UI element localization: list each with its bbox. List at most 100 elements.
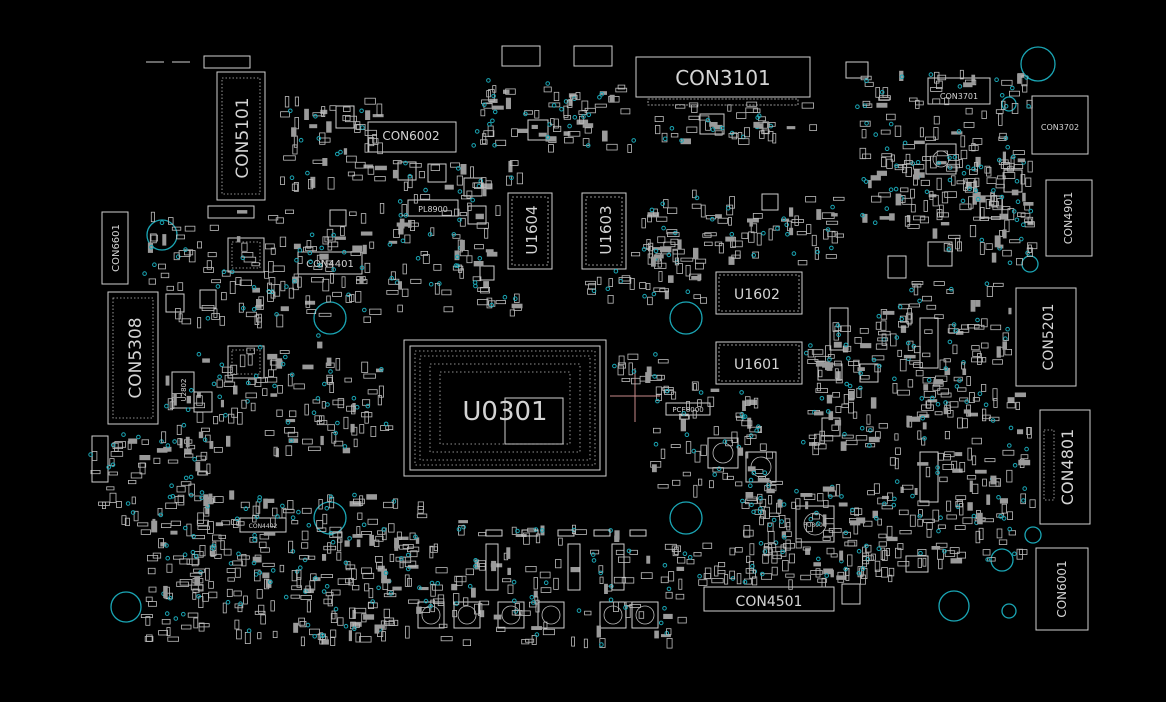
smd-part — [648, 242, 654, 252]
smd-part — [845, 439, 858, 446]
smd-part — [909, 360, 921, 365]
smd-part — [196, 241, 202, 249]
smd-part — [392, 160, 402, 165]
via — [752, 569, 758, 574]
smd-part — [314, 415, 322, 422]
smd-part — [866, 414, 871, 425]
smd-part — [275, 217, 284, 224]
via — [808, 343, 813, 348]
smd-part — [698, 115, 710, 121]
via — [808, 516, 814, 522]
smd-part — [995, 478, 1001, 487]
smd-part — [744, 127, 751, 138]
via — [164, 403, 169, 409]
smd-part — [349, 294, 355, 302]
smd-part — [859, 120, 871, 127]
via — [347, 536, 352, 541]
smd-part — [928, 194, 937, 198]
smd-part — [826, 220, 839, 225]
smd-part — [540, 525, 545, 536]
smd-part — [176, 424, 182, 435]
via — [909, 287, 914, 293]
via — [858, 371, 863, 376]
smd-part — [320, 435, 324, 446]
smd-part — [252, 505, 260, 517]
via — [551, 103, 557, 108]
via — [975, 196, 981, 202]
via — [529, 595, 535, 600]
via — [825, 409, 831, 414]
smd-part — [237, 210, 248, 214]
smd-part — [815, 360, 825, 367]
smd-part — [1007, 208, 1015, 221]
smd-part — [567, 131, 581, 137]
smd-part — [193, 568, 206, 573]
smd-part — [211, 279, 222, 284]
smd-part — [990, 324, 1002, 331]
smd-part — [300, 595, 312, 600]
via — [190, 549, 196, 555]
via — [1021, 222, 1026, 227]
via — [942, 548, 947, 554]
smd-part — [818, 369, 823, 378]
smd-part — [273, 284, 281, 297]
smd-part — [660, 246, 672, 253]
smd-part — [1001, 503, 1007, 514]
smd-part — [350, 568, 357, 580]
via — [971, 166, 976, 172]
smd-part — [995, 183, 1005, 189]
smd-part — [1014, 392, 1026, 398]
smd-part — [558, 537, 563, 546]
smd-part — [1022, 84, 1028, 93]
con3701-label: CON3701 — [940, 92, 978, 101]
smd-part — [352, 174, 363, 181]
smd-part — [171, 226, 182, 231]
via — [641, 247, 647, 252]
smd-part — [399, 544, 409, 550]
smd-part — [301, 530, 309, 541]
via — [758, 541, 764, 546]
smd-part — [186, 523, 192, 537]
smd-part — [415, 537, 420, 544]
via — [152, 262, 157, 268]
via — [389, 275, 395, 281]
smd-part — [341, 276, 346, 288]
smd-part — [915, 369, 924, 377]
smd-part — [291, 127, 297, 137]
smd-part — [679, 413, 689, 420]
smd-part — [843, 393, 850, 405]
smd-part — [870, 175, 881, 181]
via — [188, 474, 194, 480]
con6601-label: CON6601 — [111, 224, 122, 272]
smd-part — [922, 295, 932, 302]
smd-part — [462, 639, 472, 646]
smd-part — [251, 262, 260, 267]
smd-part — [291, 570, 298, 582]
smd-part — [383, 501, 394, 509]
smd-part — [307, 555, 316, 560]
smd-part — [568, 98, 573, 106]
smd-part — [816, 382, 821, 392]
smd-part — [505, 97, 511, 110]
smd-part — [968, 145, 979, 151]
smd-part — [495, 300, 507, 305]
via — [586, 112, 592, 118]
smd-part — [932, 228, 938, 239]
connector-con3702: CON3702 — [1031, 95, 1089, 155]
via — [398, 213, 404, 218]
via — [257, 495, 263, 500]
smd-part — [970, 300, 976, 312]
smd-part — [237, 605, 243, 613]
smd-part — [279, 350, 290, 355]
via — [1011, 154, 1016, 160]
via — [631, 138, 637, 143]
via — [964, 399, 970, 404]
smd-part — [98, 501, 110, 506]
smd-part — [613, 576, 626, 584]
smd-part — [943, 242, 951, 252]
smd-part — [994, 235, 1001, 248]
con5101-label: CON5101 — [233, 97, 253, 178]
smd-part — [946, 165, 958, 172]
via — [892, 496, 897, 502]
via — [563, 99, 569, 104]
